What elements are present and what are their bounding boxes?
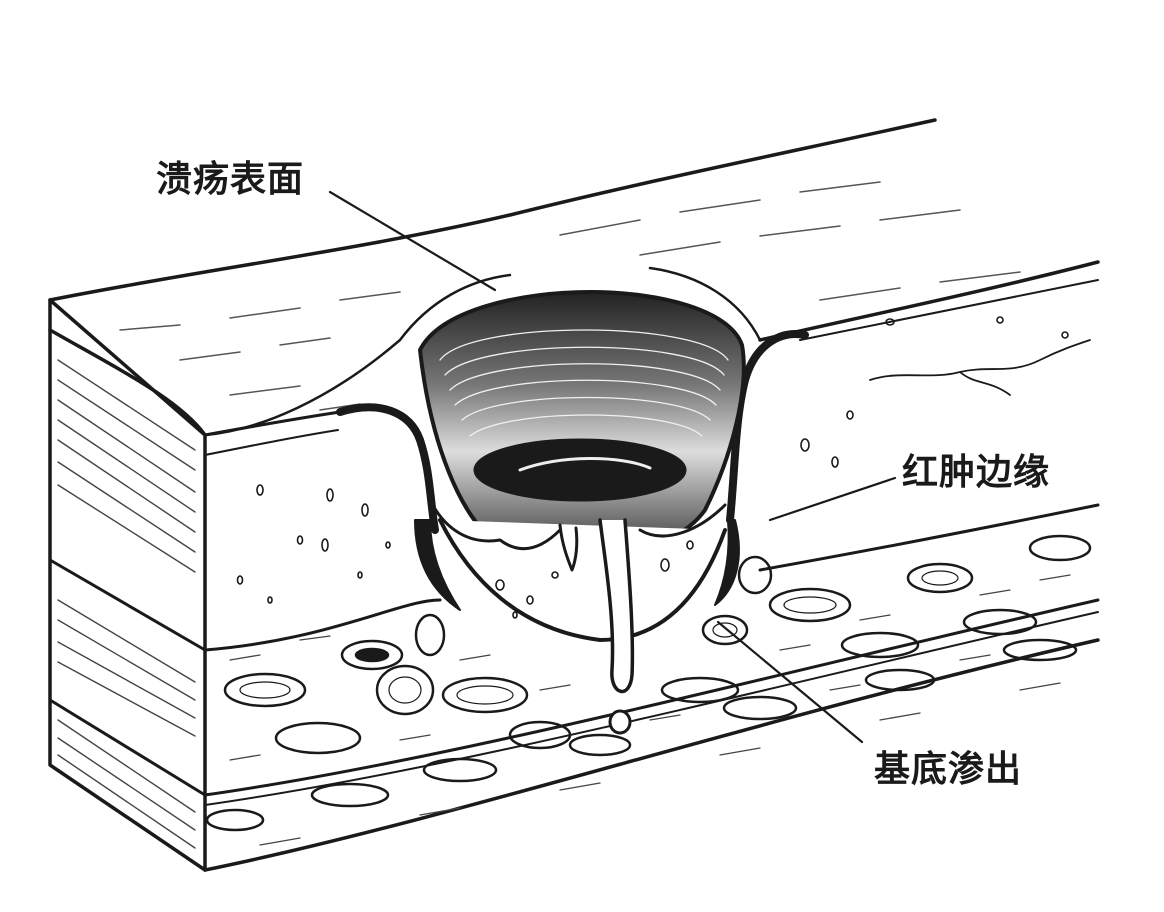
left-swollen-rim <box>336 403 439 534</box>
exudate-drip-main <box>598 518 635 694</box>
shadow-pocket-left <box>414 519 461 611</box>
front-layer-line-dermis <box>203 598 442 652</box>
surface-texture <box>119 181 1021 411</box>
left-face-layer-line-1 <box>48 558 207 652</box>
crater-floor <box>473 438 687 502</box>
shadow-pocket-right <box>714 519 740 606</box>
leader-line-margin <box>768 476 897 522</box>
rim-bulge-left <box>203 273 512 437</box>
crater-floor-highlight <box>518 457 652 472</box>
right-swollen-rim-inner <box>753 341 800 380</box>
epidermis-band-left-lower <box>204 429 339 456</box>
front-layer-line-dermis-right <box>758 503 1100 572</box>
leader-line-surface <box>328 190 497 292</box>
exudate-flow-left <box>428 498 562 551</box>
crater-wall-rings <box>439 329 729 437</box>
left-swollen-rim-inner <box>348 416 412 450</box>
epidermis-band-right <box>799 279 1099 341</box>
skin-top-surface <box>48 118 937 302</box>
label-base-exudate: 基底渗出 <box>874 749 1023 790</box>
label-ulcer-surface: 溃疡表面 <box>156 159 305 200</box>
left-face-striations <box>57 359 196 849</box>
exudate-drip-small <box>558 523 579 572</box>
deep-layer-cells <box>205 534 1092 832</box>
skin-front-top-edge <box>48 328 207 437</box>
ulcer-base-tissue <box>438 518 727 642</box>
dermis-dots-right <box>800 316 1069 468</box>
skin-top-right-edge <box>935 120 1098 262</box>
ulcer-crater-outer <box>418 290 746 561</box>
left-face-layer-line-2 <box>48 698 207 797</box>
exudate-droplet <box>608 709 632 735</box>
skin-right-far-edge <box>758 260 1100 342</box>
exudate-flow-right <box>638 503 727 538</box>
leader-line-exudate <box>716 620 864 744</box>
label-red-swollen-margin: 红肿边缘 <box>902 452 1051 493</box>
rim-bulge-right <box>648 266 762 342</box>
base-tissue-dots <box>495 540 694 619</box>
front-bottom-edge <box>203 638 1100 872</box>
dermis-dots-left <box>236 484 391 604</box>
deep-layer-dashes <box>229 574 1071 846</box>
right-vessel-cracks <box>869 339 1091 396</box>
